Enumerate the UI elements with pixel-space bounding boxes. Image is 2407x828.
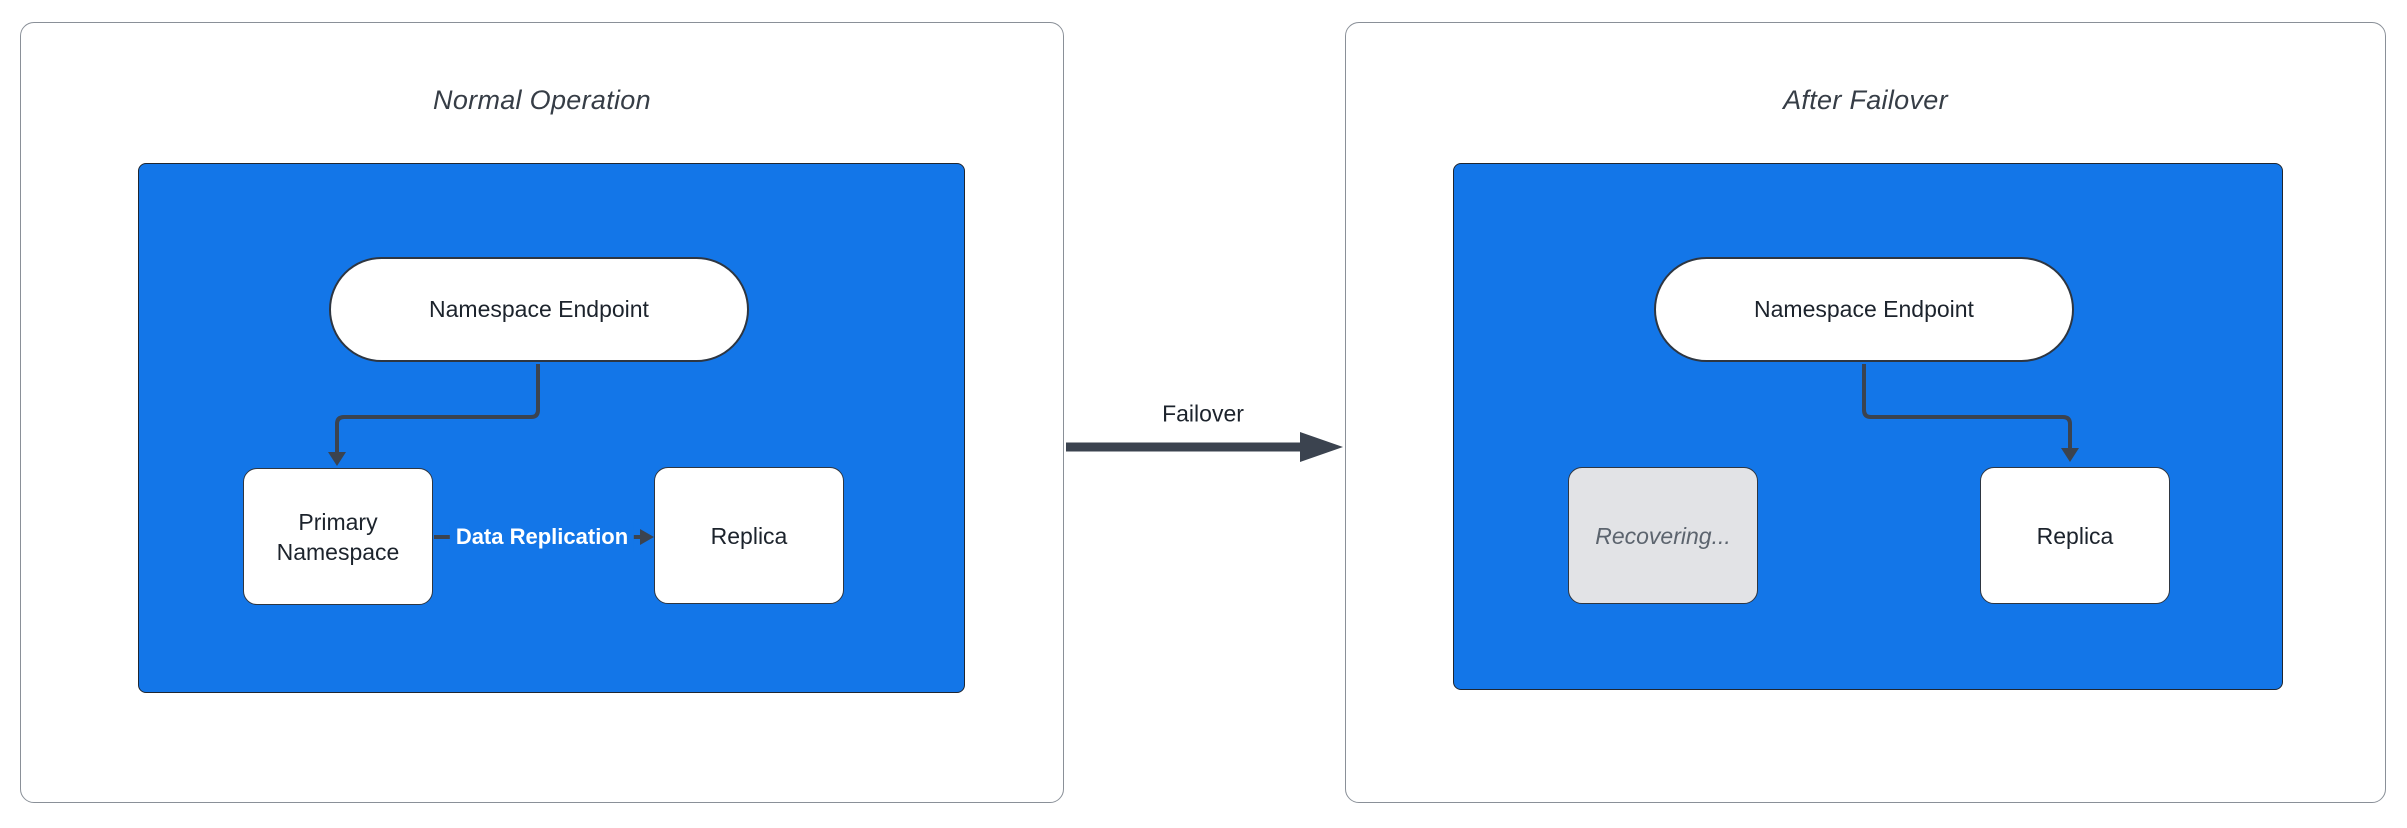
node-replica-after-label: Replica [2036,522,2114,549]
node-replica-normal: Replica [654,467,844,604]
node-primary-namespace: Primary Namespace [243,468,433,605]
node-namespace-endpoint-normal: Namespace Endpoint [329,257,749,362]
edge-failover-transition-arrowhead-icon [1300,432,1343,462]
panel-title-after-failover: After Failover [1783,85,1948,115]
edge-label-failover: Failover [1162,400,1244,427]
node-replica-normal-label: Replica [710,522,788,549]
namespace-container-after [1453,163,2283,690]
node-recovering: Recovering... [1568,467,1758,604]
node-namespace-endpoint-after-label: Namespace Endpoint [1754,296,1974,322]
node-namespace-endpoint-normal-label: Namespace Endpoint [429,296,649,322]
namespace-container-normal [138,163,965,693]
panel-title-normal-operation: Normal Operation [433,85,651,115]
node-primary-namespace-label: Primary Namespace [276,508,400,565]
node-namespace-endpoint-after: Namespace Endpoint [1654,257,2074,362]
node-recovering-label: Recovering... [1595,522,1731,549]
node-replica-after: Replica [1980,467,2170,604]
edge-label-data-replication: Data Replication [449,522,635,552]
